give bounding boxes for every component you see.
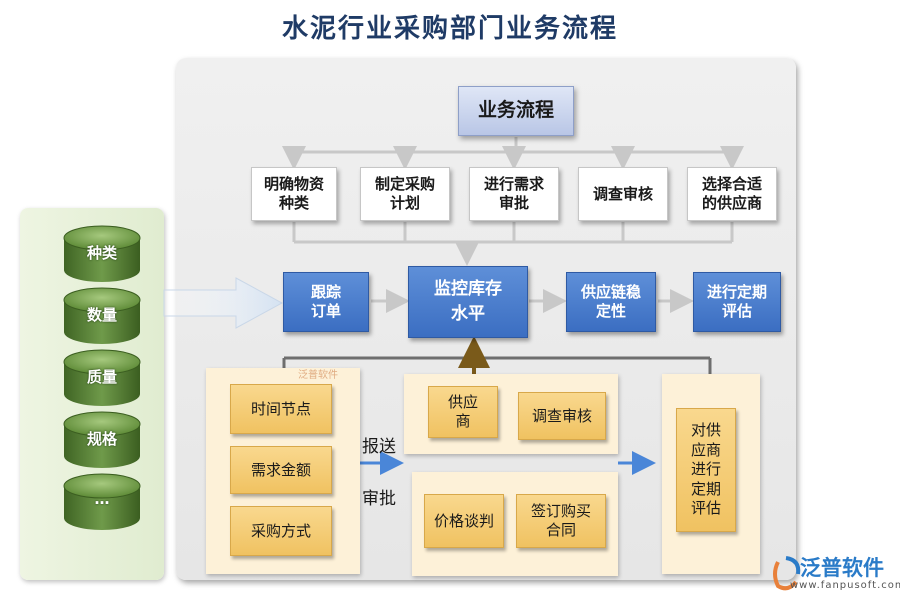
logo-url: www.fanpusoft.com [790, 580, 900, 591]
attribute-cylinder-quality: 质量 [62, 348, 142, 408]
sign-contract-box: 签订购买 合同 [516, 494, 606, 548]
page-title: 水泥行业采购部门业务流程 [281, 14, 618, 44]
fanpu-logo-icon [773, 556, 801, 591]
step-select-supplier: 选择合适 的供应商 [687, 167, 777, 221]
report-label: 报送 [362, 437, 396, 457]
logo-name: 泛普软件 [800, 556, 884, 580]
attribute-cylinder-type: 种类 [62, 224, 142, 284]
evaluate-supplier-box: 对供 应商 进行 定期 评估 [676, 408, 736, 532]
watermark-text: 泛普软件 [298, 370, 338, 381]
step-make-plan: 制定采购 计划 [360, 167, 450, 221]
approve-label: 审批 [362, 489, 396, 509]
business-process-header: 业务流程 [458, 86, 574, 136]
attribute-cylinder-spec: 规格 [62, 410, 142, 470]
cylinder-shape [63, 225, 141, 282]
cylinder-shape [63, 287, 141, 344]
cylinder-shape [63, 349, 141, 406]
demand-amount-box: 需求金额 [230, 446, 332, 494]
step-approve-demand: 进行需求 审批 [469, 167, 559, 221]
step-investigate: 调查审核 [578, 167, 668, 221]
purchase-method-box: 采购方式 [230, 506, 332, 556]
cylinder-shape [63, 473, 141, 530]
price-negotiation-box: 价格谈判 [424, 494, 504, 548]
cylinder-shape [63, 411, 141, 468]
monitor-inventory-box: 监控库存 水平 [408, 266, 528, 338]
attribute-label: 数量 [86, 306, 117, 324]
attribute-cylinder-more: … [62, 472, 142, 532]
supplier-box: 供应 商 [428, 386, 498, 438]
attribute-label: 规格 [86, 430, 117, 448]
investigate-check-box: 调查审核 [518, 392, 606, 440]
time-node-box: 时间节点 [230, 384, 332, 434]
attribute-panel: 种类 数量 质量 规格 … [20, 208, 164, 580]
attribute-label: 种类 [86, 244, 117, 262]
periodic-evaluation-box: 进行定期 评估 [693, 272, 781, 332]
attribute-cylinder-quantity: 数量 [62, 286, 142, 346]
supply-chain-box: 供应链稳 定性 [566, 272, 656, 332]
attribute-label: 质量 [86, 368, 117, 386]
step-identify-materials: 明确物资 种类 [251, 167, 337, 221]
attribute-label: … [94, 490, 110, 508]
input-arrow [163, 277, 284, 329]
track-order-box: 跟踪 订单 [283, 272, 369, 332]
